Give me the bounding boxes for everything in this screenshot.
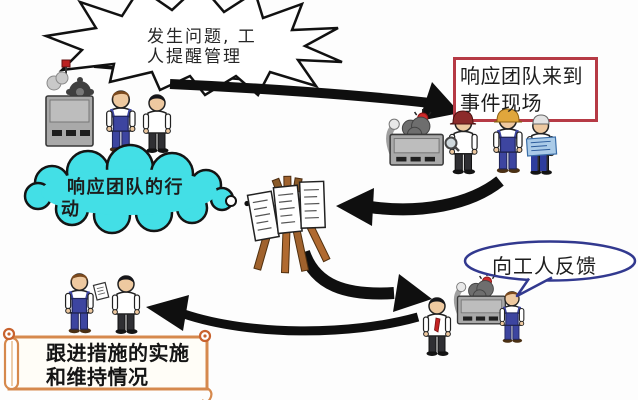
flow-arrows (146, 79, 504, 336)
magnifier-icon (444, 136, 460, 152)
followup-line-1: 跟进措施的实施 (46, 341, 190, 365)
flow-arrow-2-head (336, 188, 374, 226)
flow-arrow-2 (369, 176, 504, 216)
burst-line-1: 发生问题, 工 (147, 27, 257, 47)
flow-arrow-1 (169, 79, 431, 108)
hardhat-yellow-icon (493, 108, 523, 123)
scroll-banner-icon (2, 327, 213, 400)
manager-figure (111, 275, 141, 335)
arrive-callout-box (453, 57, 598, 122)
scene-feedback (422, 273, 526, 357)
scene-problem-report (45, 59, 172, 154)
cloud-line-2: 动 (61, 199, 81, 220)
arrive-line-1: 响应团队来到 (460, 64, 583, 88)
manager-figure (142, 94, 172, 154)
scene-team-arrives (389, 108, 558, 176)
arrive-line-2: 事件现场 (460, 91, 542, 115)
flow-arrow-3 (298, 249, 395, 300)
worker-figure (64, 272, 95, 335)
thought-cloud-icon (23, 143, 235, 235)
flow-arrow-1-head (419, 82, 460, 121)
tie-icon (434, 317, 441, 333)
cloud-line-1: 响应团队的行 (67, 177, 184, 198)
cloud-callout-text: 响应团队的行 动 (61, 177, 184, 221)
feedback-callout-text: 向工人反馈 (492, 250, 597, 279)
followup-line-2: 和维持情况 (46, 365, 149, 389)
burst-line-2: 人提醒管理 (147, 47, 242, 67)
hardhat-red-icon (449, 110, 477, 125)
flow-arrow-3-head (393, 274, 432, 312)
worker-figure (105, 89, 137, 154)
easel-icon (246, 175, 331, 274)
flow-arrow-4 (182, 309, 420, 336)
burst-speech-bubble-icon (41, 0, 343, 97)
document-icon (92, 281, 110, 301)
cap-white-icon (532, 114, 550, 125)
speech-bubble-icon (463, 240, 637, 298)
burst-callout-text: 发生问题, 工 人提醒管理 (147, 27, 257, 67)
followup-callout-text: 跟进措施的实施 和维持情况 (46, 341, 190, 389)
machine-alarm-icon (457, 273, 506, 324)
machine-icon (45, 59, 94, 147)
feedback-line-1: 向工人反馈 (492, 254, 597, 278)
flow-arrow-4-head (146, 295, 189, 331)
arrive-callout-text: 响应团队来到 事件现场 (460, 63, 583, 117)
scene-follow-up (64, 272, 141, 335)
blueprint-icon (525, 136, 558, 157)
